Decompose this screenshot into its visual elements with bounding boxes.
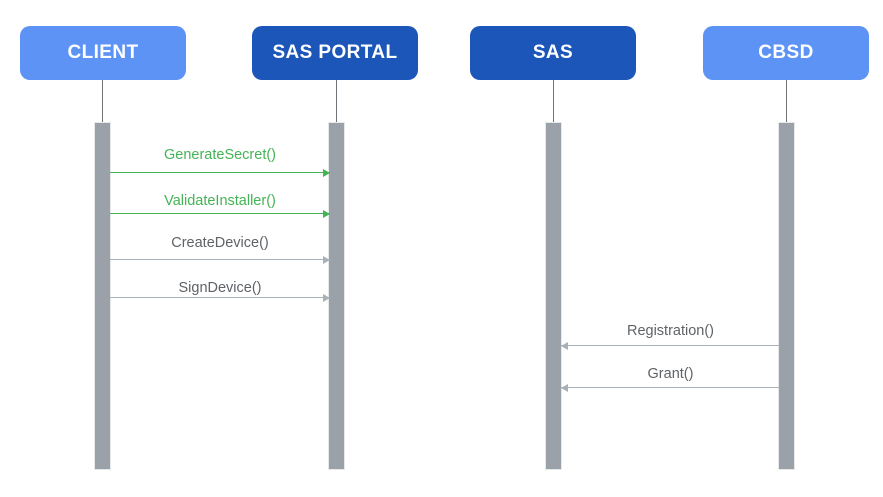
actor-box-cbsd[interactable]: CBSD: [703, 26, 869, 80]
message-label-create-device: CreateDevice(): [171, 235, 269, 251]
message-label-sign-device: SignDevice(): [178, 280, 262, 296]
actor-label-client: CLIENT: [67, 42, 139, 63]
actor-label-sas: SAS: [532, 42, 574, 63]
actor-box-sas[interactable]: SAS: [470, 26, 636, 80]
actor-box-sas-portal[interactable]: SAS PORTAL: [252, 26, 418, 80]
lifeline-sas-portal: [336, 80, 337, 122]
message-arrowhead-grant: [561, 383, 568, 392]
lifeline-client: [102, 80, 103, 122]
message-label-registration: Registration(): [626, 323, 715, 339]
lifeline-cbsd: [786, 80, 787, 122]
message-line-generate-secret: [110, 172, 330, 173]
actor-label-sas-portal: SAS PORTAL: [272, 42, 398, 63]
lifeline-sas: [553, 80, 554, 122]
message-line-registration: [561, 345, 780, 346]
activation-bar-sas: [545, 122, 562, 470]
activation-bar-client: [94, 122, 111, 470]
message-line-grant: [561, 387, 780, 388]
message-arrowhead-sign-device: [323, 293, 330, 302]
activation-bar-sas-portal: [328, 122, 345, 470]
message-line-create-device: [110, 259, 330, 260]
actor-box-client[interactable]: CLIENT: [20, 26, 186, 80]
actor-label-cbsd: CBSD: [758, 42, 814, 63]
message-label-validate-installer: ValidateInstaller(): [164, 193, 276, 209]
message-arrowhead-create-device: [323, 255, 330, 264]
message-label-grant: Grant(): [647, 366, 694, 382]
message-arrowhead-registration: [561, 341, 568, 350]
message-line-validate-installer: [110, 213, 330, 214]
message-arrowhead-generate-secret: [323, 168, 330, 177]
activation-bar-cbsd: [778, 122, 795, 470]
message-line-sign-device: [110, 297, 330, 298]
message-label-generate-secret: GenerateSecret(): [163, 147, 277, 163]
message-arrowhead-validate-installer: [323, 209, 330, 218]
